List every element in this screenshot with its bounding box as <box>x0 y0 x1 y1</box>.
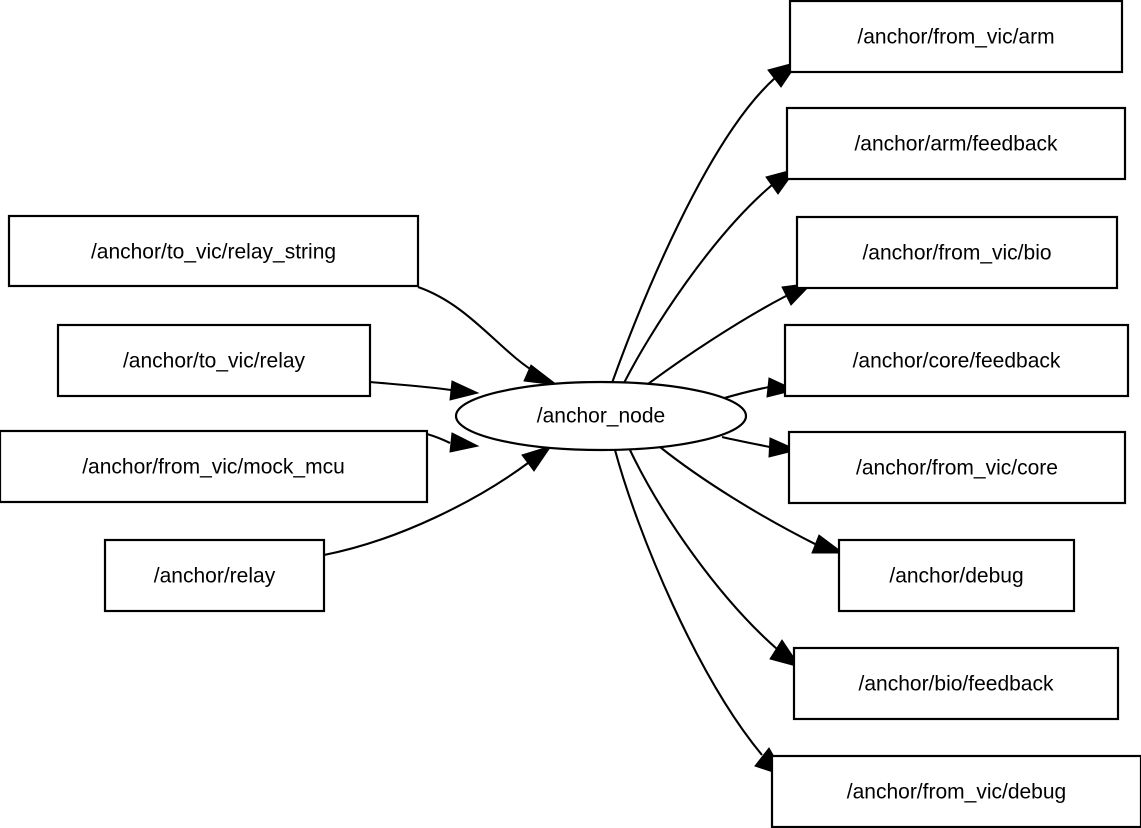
output-nodes-layer: /anchor/from_vic/arm /anchor/arm/feedbac… <box>770 0 1141 828</box>
node-label-from_vic_debug: /anchor/from_vic/debug <box>847 781 1066 804</box>
input-nodes-layer: /anchor/to_vic/relay_string /anchor/to_v… <box>0 214 429 613</box>
node-anchor_node[interactable]: /anchor_node <box>454 380 748 452</box>
node-from_vic_arm[interactable]: /anchor/from_vic/arm <box>788 0 1124 74</box>
node-label-bio_feedback: /anchor/bio/feedback <box>859 673 1054 696</box>
node-label-from_vic_arm: /anchor/from_vic/arm <box>857 26 1054 49</box>
node-label-anchor_node: /anchor_node <box>537 405 665 428</box>
node-label-anchor_relay: /anchor/relay <box>154 565 276 588</box>
node-label-from_vic_core: /anchor/from_vic/core <box>856 457 1058 480</box>
edge-anchor_node-to-from_vic_core[interactable] <box>721 435 799 458</box>
edge-anchor_node-to-from_vic_arm[interactable] <box>611 61 800 384</box>
node-to_vic_relay_string[interactable]: /anchor/to_vic/relay_string <box>7 214 420 288</box>
edge-anchor_node-to-from_vic_debug[interactable] <box>613 449 787 777</box>
node-core_feedback[interactable]: /anchor/core/feedback <box>783 323 1130 398</box>
node-from_vic_core[interactable]: /anchor/from_vic/core <box>787 430 1127 505</box>
edge-anchor_relay-to-anchor_node[interactable] <box>323 445 553 557</box>
node-label-to_vic_relay: /anchor/to_vic/relay <box>123 350 306 373</box>
node-from_vic_mock_mcu[interactable]: /anchor/from_vic/mock_mcu <box>0 429 429 504</box>
node-from_vic_bio[interactable]: /anchor/from_vic/bio <box>795 215 1119 290</box>
edge-anchor_node-to-bio_feedback[interactable] <box>629 449 802 668</box>
edge-from_vic_mock_mcu-to-anchor_node[interactable] <box>426 432 480 453</box>
edge-to_vic_relay-to-anchor_node[interactable] <box>369 380 480 401</box>
node-label-core_feedback: /anchor/core/feedback <box>853 350 1061 373</box>
edge-anchor_node-to-anchor_debug[interactable] <box>659 446 845 554</box>
node-label-anchor_debug: /anchor/debug <box>889 565 1023 588</box>
node-label-to_vic_relay_string: /anchor/to_vic/relay_string <box>91 241 336 264</box>
edge-to_vic_relay_string-to-anchor_node[interactable] <box>417 286 559 386</box>
node-label-arm_feedback: /anchor/arm/feedback <box>854 133 1058 156</box>
node-anchor_debug[interactable]: /anchor/debug <box>837 538 1076 613</box>
node-arm_feedback[interactable]: /anchor/arm/feedback <box>785 106 1127 181</box>
node-label-from_vic_bio: /anchor/from_vic/bio <box>862 242 1051 265</box>
node-bio_feedback[interactable]: /anchor/bio/feedback <box>792 646 1120 721</box>
node-label-from_vic_mock_mcu: /anchor/from_vic/mock_mcu <box>82 456 345 479</box>
node-anchor_relay[interactable]: /anchor/relay <box>103 538 326 613</box>
node-from_vic_debug[interactable]: /anchor/from_vic/debug <box>770 754 1141 828</box>
node-to_vic_relay[interactable]: /anchor/to_vic/relay <box>56 323 372 398</box>
edges-layer <box>323 61 845 777</box>
edge-anchor_node-to-arm_feedback[interactable] <box>623 168 798 384</box>
